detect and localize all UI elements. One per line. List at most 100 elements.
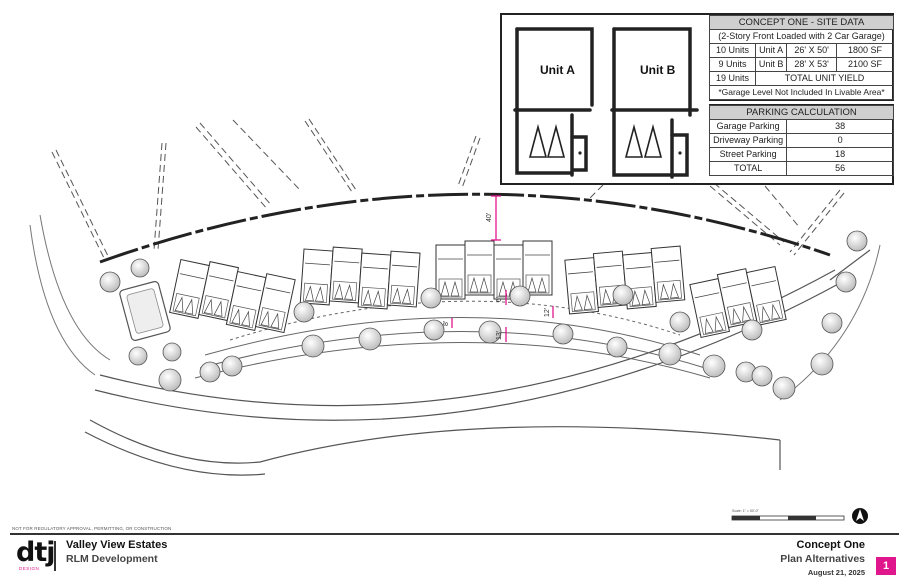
open-space-lot	[119, 281, 171, 341]
dtj-logo: dtj	[16, 537, 55, 568]
townhome-unit	[357, 252, 392, 310]
north-arrow-icon	[852, 508, 868, 524]
unit-b-diagram	[610, 27, 699, 179]
table-divider	[709, 100, 894, 105]
tree-icon	[669, 311, 691, 333]
tree-icon	[810, 352, 834, 376]
dimension-labels: 40' 6' 8' 13' 12'	[443, 213, 551, 340]
table-row: 19 Units TOTAL UNIT YIELD	[709, 71, 894, 86]
parking-value: 38	[786, 119, 894, 134]
unit-size: 28' X 53'	[786, 57, 837, 72]
unit-diagrams	[513, 27, 699, 179]
tree-icon	[293, 301, 315, 323]
parking-value: 56	[786, 161, 894, 176]
table-row: Driveway Parking 0	[708, 133, 894, 148]
townhome-unit	[464, 240, 495, 296]
tree-icon	[423, 319, 445, 341]
townhome-unit	[650, 245, 686, 303]
table-row: Street Parking 18	[708, 147, 894, 162]
lot-lines	[29, 214, 881, 401]
tree-icon	[199, 361, 221, 383]
title-block-rule	[10, 533, 899, 535]
dimension-callouts	[451, 195, 554, 342]
tree-icon	[128, 346, 148, 366]
data-tables: CONCEPT ONE - SITE DATA (2-Story Front L…	[708, 15, 895, 176]
tree-icon	[158, 368, 182, 392]
table-row: Garage Parking 38	[708, 119, 894, 134]
dim-label-d1: 6'	[496, 297, 503, 302]
townhome-unit	[522, 240, 553, 296]
site-data-table: CONCEPT ONE - SITE DATA (2-Story Front L…	[709, 15, 895, 100]
dim-label-d2: 8'	[443, 321, 450, 326]
townhome-unit	[435, 244, 466, 300]
scale-bar	[731, 515, 845, 521]
unit-b-label: Unit B	[640, 63, 676, 77]
tree-icon	[221, 355, 243, 377]
street-trees	[99, 230, 868, 400]
tree-icon	[658, 342, 682, 366]
table-row: 10 Units Unit A 26' X 50' 1800 SF	[709, 43, 895, 58]
parking-value: 18	[786, 147, 894, 162]
building-footprints	[169, 240, 787, 339]
unit-type: Unit B	[754, 57, 788, 72]
townhome-unit	[564, 257, 600, 315]
client-name: RLM Development	[66, 553, 158, 565]
tree-icon	[606, 336, 628, 358]
unit-size: 26' X 50'	[786, 43, 837, 58]
table-row: 9 Units Unit B 28' X 53' 2100 SF	[709, 57, 895, 72]
townhome-building	[564, 245, 686, 315]
tree-icon	[478, 320, 502, 344]
dim-label-d4: 12'	[544, 308, 551, 317]
parking-label: Street Parking	[708, 147, 788, 162]
site-data-note: *Garage Level Not Included In Livable Ar…	[709, 85, 894, 100]
unit-type: Unit A	[754, 43, 788, 58]
townhome-unit	[198, 261, 240, 322]
project-name: Valley View Estates	[66, 539, 168, 551]
site-data-panel: Unit A Unit B CONCEPT ONE - SITE DATA (2…	[500, 13, 895, 185]
tree-icon	[821, 312, 843, 334]
parking-table: PARKING CALCULATION Garage Parking 38 Dr…	[708, 105, 894, 176]
parking-label: Driveway Parking	[708, 133, 788, 148]
tree-icon	[702, 354, 726, 378]
site-data-title: CONCEPT ONE - SITE DATA	[709, 15, 894, 30]
townhome-building	[169, 258, 296, 334]
unit-count: 9 Units	[709, 57, 756, 72]
logo-divider	[54, 541, 56, 571]
tree-icon	[301, 334, 325, 358]
dim-label-buffer: 40'	[486, 213, 493, 222]
sheet-title: Concept One	[796, 539, 865, 551]
rear-boundary-line	[99, 192, 831, 264]
townhome-unit	[716, 268, 758, 329]
tree-icon	[130, 258, 150, 278]
unit-a-diagram	[513, 27, 594, 177]
sheet-date: August 21, 2025	[807, 568, 865, 577]
tree-icon	[772, 376, 796, 400]
townhome-building	[689, 265, 787, 339]
unit-sf: 2100 SF	[835, 57, 895, 72]
logo-subtext: DESIGN	[19, 566, 40, 571]
property-lines	[51, 118, 845, 259]
unit-sf: 1800 SF	[835, 43, 895, 58]
parking-title: PARKING CALCULATION	[709, 105, 894, 120]
parking-value: 0	[786, 133, 894, 148]
access-drive	[194, 300, 711, 379]
parking-label: TOTAL	[708, 161, 788, 176]
sheet-subtitle: Plan Alternatives	[780, 553, 865, 565]
townhome-unit	[386, 250, 421, 308]
tree-icon	[846, 230, 868, 252]
total-label: TOTAL UNIT YIELD	[755, 71, 894, 86]
total-count: 19 Units	[709, 71, 756, 86]
townhome-unit	[745, 265, 787, 326]
tree-icon	[99, 271, 121, 293]
tree-icon	[835, 271, 857, 293]
site-data-subtitle: (2-Story Front Loaded with 2 Car Garage)	[709, 29, 894, 44]
sheet-number-badge: 1	[876, 557, 896, 575]
scale-text: Scale: 1" = 50'-0"	[732, 509, 759, 513]
townhome-building	[435, 240, 553, 300]
dim-label-d3: 13'	[496, 331, 503, 340]
tree-icon	[358, 327, 382, 351]
disclaimer-text: NOT FOR REGULATORY APPROVAL, PERMITTING,…	[12, 526, 172, 531]
tree-icon	[552, 323, 574, 345]
tree-icon	[420, 287, 442, 309]
